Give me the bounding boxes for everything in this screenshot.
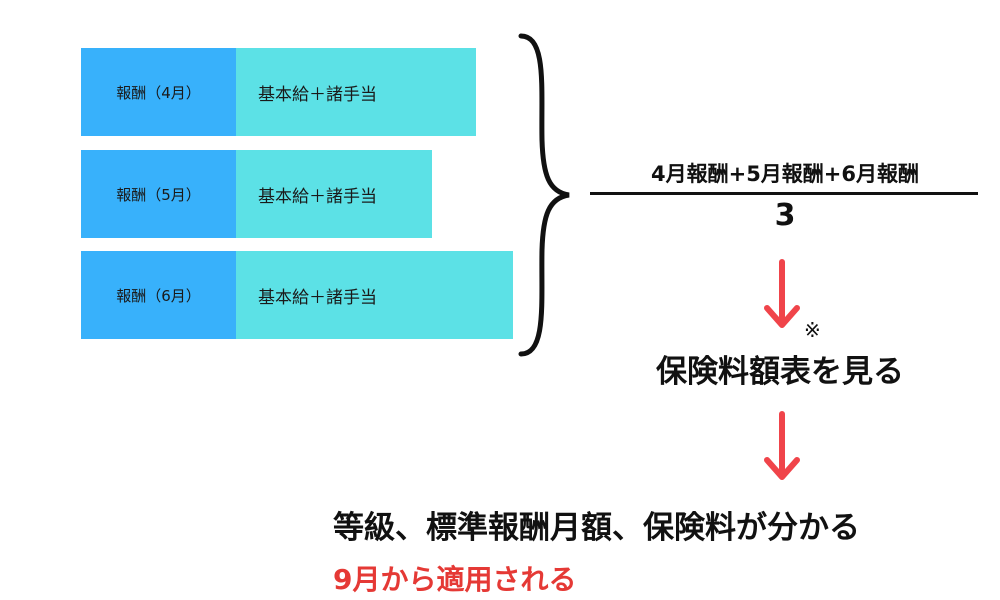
bar-detail: 基本給＋諸手当 <box>236 150 432 238</box>
remuneration-bar-may: 報酬（5月） 基本給＋諸手当 <box>81 150 432 238</box>
formula-denominator: 3 <box>774 198 796 233</box>
formula-numerator: 4月報酬+5月報酬+6月報酬 <box>650 162 920 186</box>
note-mark: ※ <box>804 318 821 342</box>
bar-detail: 基本給＋諸手当 <box>236 48 476 136</box>
bar-label: 報酬（6月） <box>81 251 236 339</box>
red-down-arrow-icon <box>764 259 800 328</box>
step-title: 保険料額表を見る <box>656 354 904 390</box>
fraction-line <box>590 192 978 195</box>
apply-text: 9月から適用される <box>333 563 577 596</box>
red-down-arrow-icon <box>764 411 800 480</box>
remuneration-bar-april: 報酬（4月） 基本給＋諸手当 <box>81 48 476 136</box>
remuneration-bar-june: 報酬（6月） 基本給＋諸手当 <box>81 251 513 339</box>
right-curly-brace-icon <box>518 33 570 357</box>
bar-label: 報酬（4月） <box>81 48 236 136</box>
result-text: 等級、標準報酬月額、保険料が分かる <box>333 510 860 546</box>
bar-detail: 基本給＋諸手当 <box>236 251 513 339</box>
bar-label: 報酬（5月） <box>81 150 236 238</box>
